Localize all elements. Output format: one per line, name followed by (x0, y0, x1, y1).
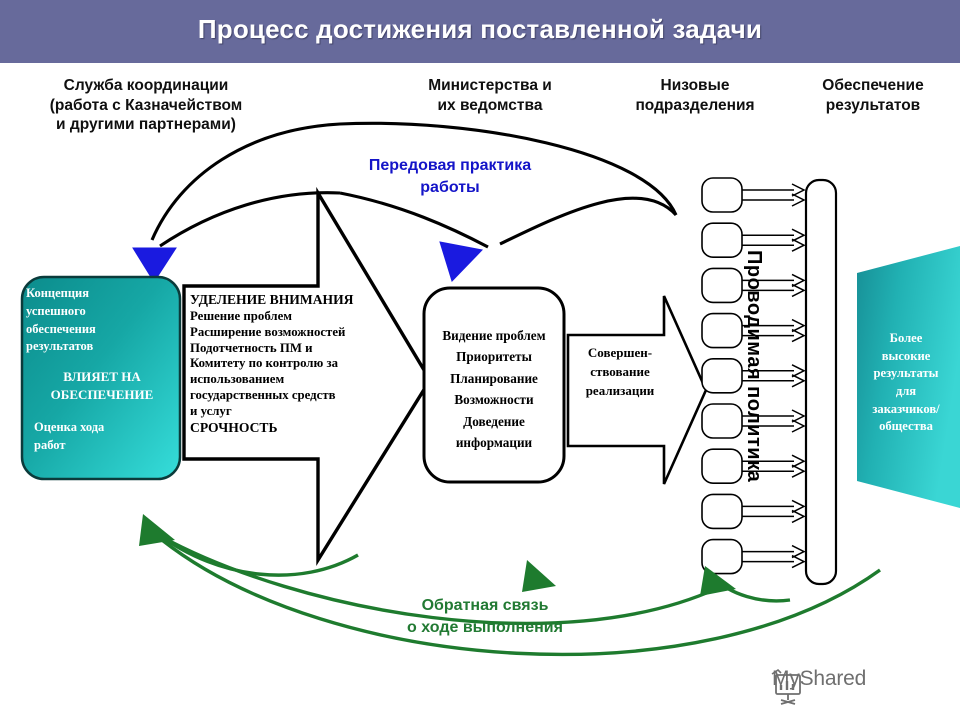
attention-heading: УДЕЛЕНИЕ ВНИМАНИЯ (190, 292, 354, 307)
delivery-unit-connector (742, 318, 806, 343)
improvement-arrow-text: Совершен- ствование реализации (572, 343, 668, 401)
attention-footer: СРОЧНОСТЬ (190, 419, 278, 435)
delivery-unit-box (701, 222, 743, 258)
concept-lead-line: Концепция (26, 286, 90, 300)
concept-emphasis-line: ОБЕСПЕЧЕНИЕ (50, 387, 154, 403)
policy-bar (804, 178, 838, 586)
results-line: Более (889, 331, 923, 345)
concept-box-text: Концепция успешного обеспечения результа… (26, 285, 178, 454)
results-line: заказчиков/ (872, 401, 940, 416)
results-line: для (895, 383, 917, 398)
feedback-label-line: Обратная связь (421, 597, 549, 614)
concept-lead-line: результатов (26, 339, 94, 354)
delivery-unit-box (701, 403, 743, 439)
delivery-unit-connector (742, 183, 806, 207)
column-header-line: Низовые (660, 77, 730, 94)
column-header-line: (работа с Казначейством (49, 96, 243, 114)
vision-line: Приоритеты (456, 349, 532, 365)
concept-emphasis-line: ВЛИЯЕТ НА (63, 369, 141, 384)
delivery-unit-box (701, 312, 743, 349)
delivery-unit-connector (742, 409, 806, 433)
concept-emphasis: ВЛИЯЕТ НА ОБЕСПЕЧЕНИЕ (26, 368, 178, 405)
best-practice-arrowhead-mid (439, 241, 484, 282)
column-header-coordination: Служба координации (работа с Казначейств… (2, 76, 290, 135)
results-line: результаты (873, 366, 939, 381)
results-shape (857, 246, 960, 508)
attention-block-arrow (182, 186, 432, 566)
column-header-ministries: Министерства и их ведомства (395, 76, 585, 115)
column-header-line: Министерства и (428, 77, 552, 94)
best-practice-label-line: работы (420, 178, 480, 196)
improvement-line: Совершен- (587, 345, 653, 360)
column-header-delivery: Обеспечение результатов (792, 76, 954, 115)
header-band (0, 0, 960, 63)
presentation-board-icon (771, 668, 801, 705)
column-header-line: результатов (825, 96, 921, 114)
feedback-arrowhead-right (700, 566, 736, 596)
improvement-line: реализации (585, 383, 655, 399)
attention-line: государственных средств (190, 388, 336, 403)
vision-line: информации (455, 434, 533, 450)
watermark: MyShared (772, 667, 866, 691)
column-header-line: Служба координации (63, 77, 229, 94)
attention-line: Расширение возможностей (190, 324, 346, 339)
results-shape-text: Более высокие результаты для заказчиков/… (856, 330, 956, 436)
column-header-grassroots: Низовые подразделения (600, 76, 790, 115)
attention-line: Комитету по контролю за (190, 356, 339, 371)
delivery-unit-connector (742, 454, 806, 478)
concept-tail-line: Оценка хода (34, 419, 105, 434)
delivery-unit-box (701, 177, 743, 213)
concept-lead-line: обеспечения (26, 321, 96, 336)
concept-box (20, 275, 182, 481)
feedback-label-line: о ходе выполнения (407, 618, 563, 636)
feedback-label: Обратная связь о ходе выполнения (360, 595, 610, 638)
watermark-label: MyShared (772, 667, 867, 690)
attention-block-text: УДЕЛЕНИЕ ВНИМАНИЯ Решение проблем Расшир… (190, 292, 390, 437)
best-practice-arrowhead-left (132, 247, 177, 283)
vision-line: Планирование (450, 370, 538, 386)
concept-tail-line: работ (34, 437, 66, 452)
delivery-unit-box (701, 538, 743, 575)
policy-bar-label: Проводимая политика (743, 250, 765, 483)
attention-line: и услуг (190, 404, 232, 418)
best-practice-label-line: Передовая практика (368, 157, 532, 174)
improvement-arrow (566, 295, 708, 485)
delivery-unit-box (701, 267, 743, 304)
column-header-line: Обеспечение (822, 77, 924, 94)
column-header-line: их ведомства (437, 96, 543, 114)
vision-line: Доведение (463, 413, 525, 429)
delivery-unit-connector (742, 544, 806, 569)
feedback-arrowhead-left (139, 514, 175, 546)
column-header-line: подразделения (635, 96, 755, 114)
delivery-unit-connector (742, 364, 806, 388)
results-line: высокие (881, 348, 931, 363)
vision-box (422, 286, 566, 484)
delivery-unit-box (701, 493, 743, 530)
concept-lead-line: успешного (26, 303, 86, 318)
best-practice-label: Передовая практика работы (330, 155, 570, 198)
attention-line: использованием (190, 372, 285, 387)
delivery-unit-group (701, 177, 806, 575)
delivery-unit-connector (742, 228, 806, 252)
page-title: Процесс достижения поставленной задачи (197, 14, 763, 44)
delivery-unit-connector (742, 273, 806, 298)
vision-line: Возможности (454, 392, 534, 408)
delivery-unit-box (701, 357, 743, 394)
feedback-arrowhead-mid (522, 560, 556, 592)
vision-box-text: Видение проблем Приоритеты Планирование … (424, 325, 564, 453)
results-line: общества (879, 419, 933, 434)
attention-line: Решение проблем (190, 308, 292, 323)
attention-line: Подотчетность ПМ и (190, 340, 313, 355)
delivery-unit-connector (742, 499, 806, 524)
delivery-unit-box (701, 448, 743, 485)
column-header-line: и другими партнерами) (56, 116, 236, 134)
vision-line: Видение проблем (442, 328, 546, 343)
improvement-line: ствование (590, 364, 650, 380)
